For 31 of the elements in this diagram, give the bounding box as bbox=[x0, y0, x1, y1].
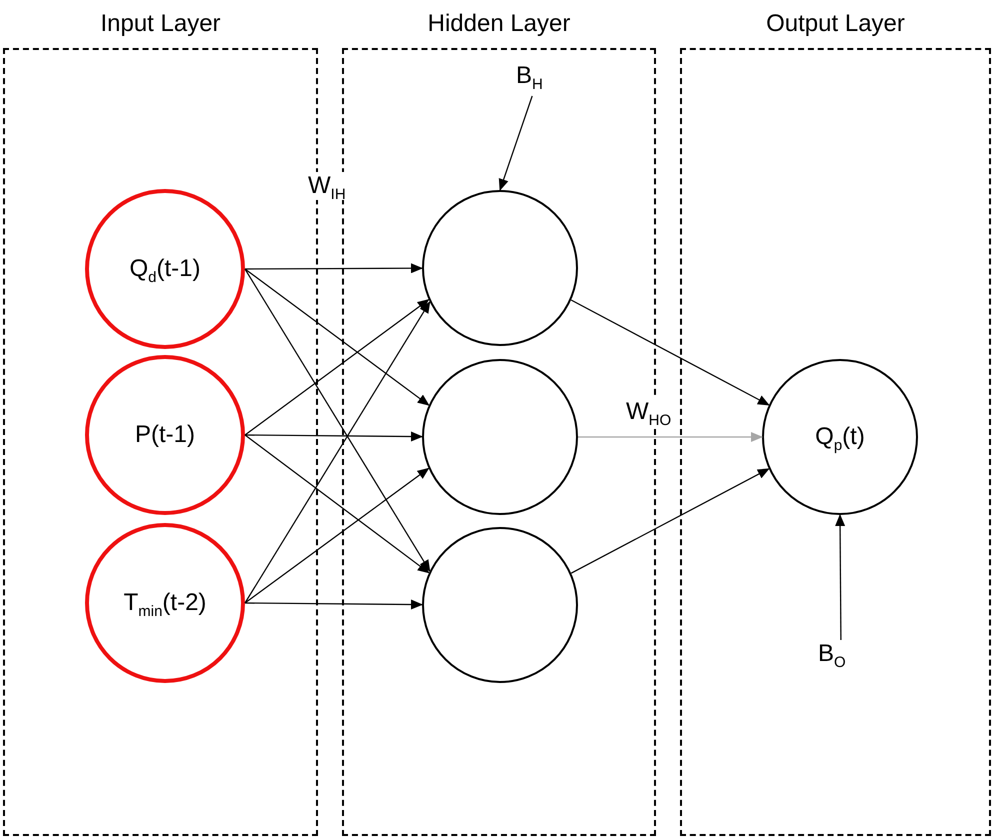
arrow bbox=[245, 600, 423, 610]
neuron-label: P(t-1) bbox=[135, 421, 195, 449]
arrow bbox=[578, 432, 763, 442]
hidden-neuron bbox=[422, 359, 578, 515]
hidden-neuron bbox=[422, 527, 578, 683]
arrow bbox=[244, 299, 430, 436]
arrow bbox=[570, 299, 770, 406]
weight-label: W$_{HO}$ bbox=[624, 398, 674, 426]
input-neuron bbox=[85, 523, 245, 683]
arrow bbox=[835, 514, 846, 640]
layer-title: Hidden Layer bbox=[426, 10, 572, 38]
neuron-label: T$_{min}$(t-2) bbox=[124, 589, 206, 617]
layer-title: Input Layer bbox=[99, 10, 222, 38]
arrow bbox=[244, 301, 430, 604]
output-neuron bbox=[762, 359, 918, 515]
neuron-label: Q$_{p}$(t) bbox=[815, 423, 865, 451]
arrow bbox=[244, 268, 430, 406]
bias-label: B$_{H}$ bbox=[516, 62, 560, 96]
bias-label: B$_{O}$ bbox=[818, 640, 864, 674]
input-neuron bbox=[85, 189, 245, 349]
neuron-label: Q$_{d}$(t-1) bbox=[129, 255, 200, 283]
arrow bbox=[498, 96, 533, 191]
arrow bbox=[244, 268, 430, 572]
arrow bbox=[245, 432, 423, 442]
arrow bbox=[244, 468, 430, 604]
input-neuron bbox=[85, 355, 245, 515]
layer-title: Output Layer bbox=[765, 10, 906, 38]
arrow bbox=[570, 468, 770, 574]
hidden-neuron bbox=[422, 190, 578, 346]
arrow bbox=[245, 263, 423, 274]
arrow bbox=[244, 434, 430, 574]
